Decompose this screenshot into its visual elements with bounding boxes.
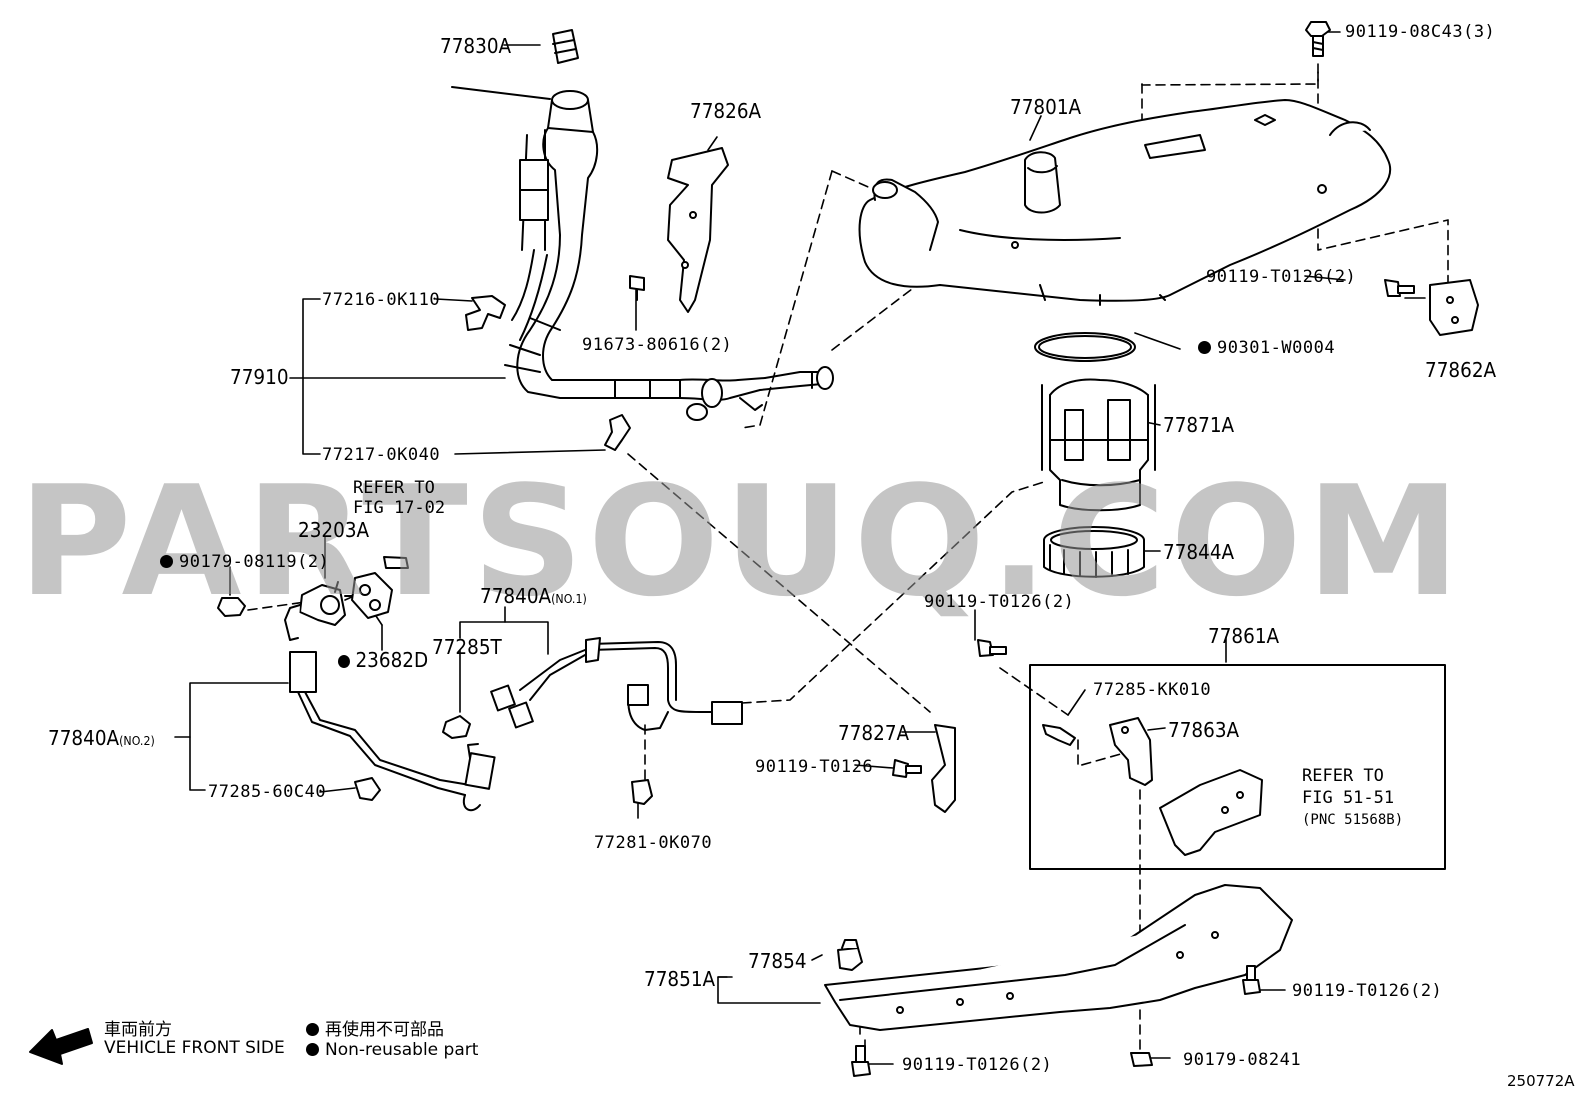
bracket-77827A-drawing xyxy=(931,724,956,813)
clip-77854-drawing xyxy=(837,939,863,971)
clamp-77285T-drawing xyxy=(442,715,471,739)
bracket-77826A-drawing xyxy=(667,147,729,313)
bracket-77863A-drawing xyxy=(1109,717,1153,786)
ref-fig-51-51-line3: (PNC 51568B) xyxy=(1302,812,1404,828)
label-77216-0K110: 77216-0K110 xyxy=(322,290,441,310)
ref-fig-51-51-line2: FIG 51-51 xyxy=(1302,788,1395,808)
nonreusable-dot-icon xyxy=(306,1043,319,1056)
label-77854: 77854 xyxy=(748,949,807,973)
front-arrow-icon xyxy=(29,1028,93,1065)
bolt-90119-T0126-single-drawing xyxy=(892,759,922,778)
label-77827A: 77827A xyxy=(838,721,910,745)
label-90119-T0126-single: 90119-T0126 xyxy=(755,757,874,777)
label-77217-0K040: 77217-0K040 xyxy=(322,445,441,465)
wire-harness-no1-drawing xyxy=(490,637,743,731)
label-77840A-no2-text: 77840A xyxy=(48,726,120,750)
nut-90179-08241-drawing xyxy=(1130,1052,1153,1067)
label-90179-08119-text: 90179-08119(2) xyxy=(179,552,330,572)
bracket-77862A-drawing xyxy=(1429,279,1479,336)
wire-harness-no2-drawing xyxy=(289,651,496,812)
nonreusable-dot-icon xyxy=(338,655,350,668)
label-77844A: 77844A xyxy=(1163,540,1235,564)
label-77910: 77910 xyxy=(230,365,289,389)
label-77801A: 77801A xyxy=(1010,95,1082,119)
legend-nonreuse-jp-text: 再使用不可部品 xyxy=(325,1020,444,1040)
legend-nonreuse-en: Non-reusable part xyxy=(306,1040,478,1060)
label-23203A: 23203A xyxy=(298,518,370,542)
filler-pipe-drawing xyxy=(451,86,834,421)
label-90179-08119: 90179-08119(2) xyxy=(160,552,329,572)
bolt-90119-T0126-tank-drawing xyxy=(1384,279,1415,297)
nonreusable-dot-icon xyxy=(160,555,173,568)
bolt-bottom-left-drawing xyxy=(851,1045,871,1077)
label-90119-T0126-box: 90119-T0126(2) xyxy=(924,592,1075,612)
figure-id: 250772A xyxy=(1507,1072,1575,1090)
legend-nonreuse-en-text: Non-reusable part xyxy=(325,1040,479,1060)
nonreusable-dot-icon xyxy=(1198,341,1211,354)
label-77840A-no1-note: (NO.1) xyxy=(551,592,587,606)
label-91673-80616: 91673-80616(2) xyxy=(582,335,733,355)
label-77840A-no1: 77840A(NO.1) xyxy=(480,585,587,610)
legend-arrow-en: VEHICLE FRONT SIDE xyxy=(104,1038,285,1058)
ref-fig-17-02-line2: FIG 17-02 xyxy=(353,498,446,518)
pump-module-77871A-drawing xyxy=(1041,378,1156,512)
ref-fig-17-02-line1: REFER TO xyxy=(353,478,435,498)
bolt-91673-drawing xyxy=(629,275,645,301)
sensor-23203A-stud-drawing xyxy=(383,556,409,569)
group-box-77861A xyxy=(1029,664,1446,870)
label-90119-T0126-bottom-left: 90119-T0126(2) xyxy=(902,1055,1053,1075)
label-90119-08C43: 90119-08C43(3) xyxy=(1345,22,1496,42)
ring-77844A-drawing xyxy=(1043,526,1145,578)
label-77863A: 77863A xyxy=(1168,718,1240,742)
gasket-23682D-drawing xyxy=(351,572,393,619)
label-77281-0K070: 77281-0K070 xyxy=(594,833,713,853)
label-77285-60C40: 77285-60C40 xyxy=(208,782,327,802)
bracket-fig5151-drawing xyxy=(1159,769,1263,856)
clamp-77217-drawing xyxy=(604,414,631,451)
label-23682D: 23682D xyxy=(338,649,428,671)
nut-90179-08119-drawing xyxy=(217,597,246,617)
fuel-tank-drawing xyxy=(858,99,1392,306)
fuel-cap-drawing xyxy=(552,29,579,64)
label-90119-T0126-tank: 90119-T0126(2) xyxy=(1206,267,1357,287)
clamp-77285-60C40-drawing xyxy=(354,777,381,801)
bolt-bottom-right-drawing xyxy=(1242,965,1261,995)
label-77862A: 77862A xyxy=(1425,358,1497,382)
gasket-90301-drawing xyxy=(1034,332,1136,362)
label-77840A-no2-note: (NO.2) xyxy=(119,734,155,748)
label-77840A-no1-text: 77840A xyxy=(480,584,552,608)
bolt-90119-T0126-box-drawing xyxy=(977,639,1007,657)
label-90301-W0004-text: 90301-W0004 xyxy=(1217,338,1336,358)
label-77861A: 77861A xyxy=(1208,624,1280,648)
ref-fig-51-51-line1: REFER TO xyxy=(1302,766,1384,786)
legend-arrow-jp: 車両前方 xyxy=(104,1020,172,1040)
clip-77281-drawing xyxy=(631,779,653,805)
label-23682D-text: 23682D xyxy=(355,648,429,672)
label-77826A: 77826A xyxy=(690,99,762,123)
label-77830A: 77830A xyxy=(440,34,512,58)
label-90119-T0126-bottom-right: 90119-T0126(2) xyxy=(1292,981,1443,1001)
label-77871A: 77871A xyxy=(1163,413,1235,437)
label-90301-W0004: 90301-W0004 xyxy=(1198,338,1335,358)
legend-nonreuse-jp: 再使用不可部品 xyxy=(306,1015,444,1040)
clamp-77285-KK010-drawing xyxy=(1042,724,1076,746)
label-77285-KK010: 77285-KK010 xyxy=(1093,680,1212,700)
nonreusable-dot-icon xyxy=(306,1023,319,1036)
protector-77851A-drawing xyxy=(824,884,1293,1031)
label-77851A: 77851A xyxy=(644,967,716,991)
fuel-pump-23203A-drawing xyxy=(284,581,356,641)
dashed-guides xyxy=(247,63,1449,1061)
label-77285T: 77285T xyxy=(432,635,502,659)
label-90179-08241: 90179-08241 xyxy=(1183,1050,1302,1070)
clamp-77216-drawing xyxy=(465,295,506,331)
bolt-90119-08C43-drawing xyxy=(1305,21,1331,57)
label-77840A-no2: 77840A(NO.2) xyxy=(48,727,155,752)
